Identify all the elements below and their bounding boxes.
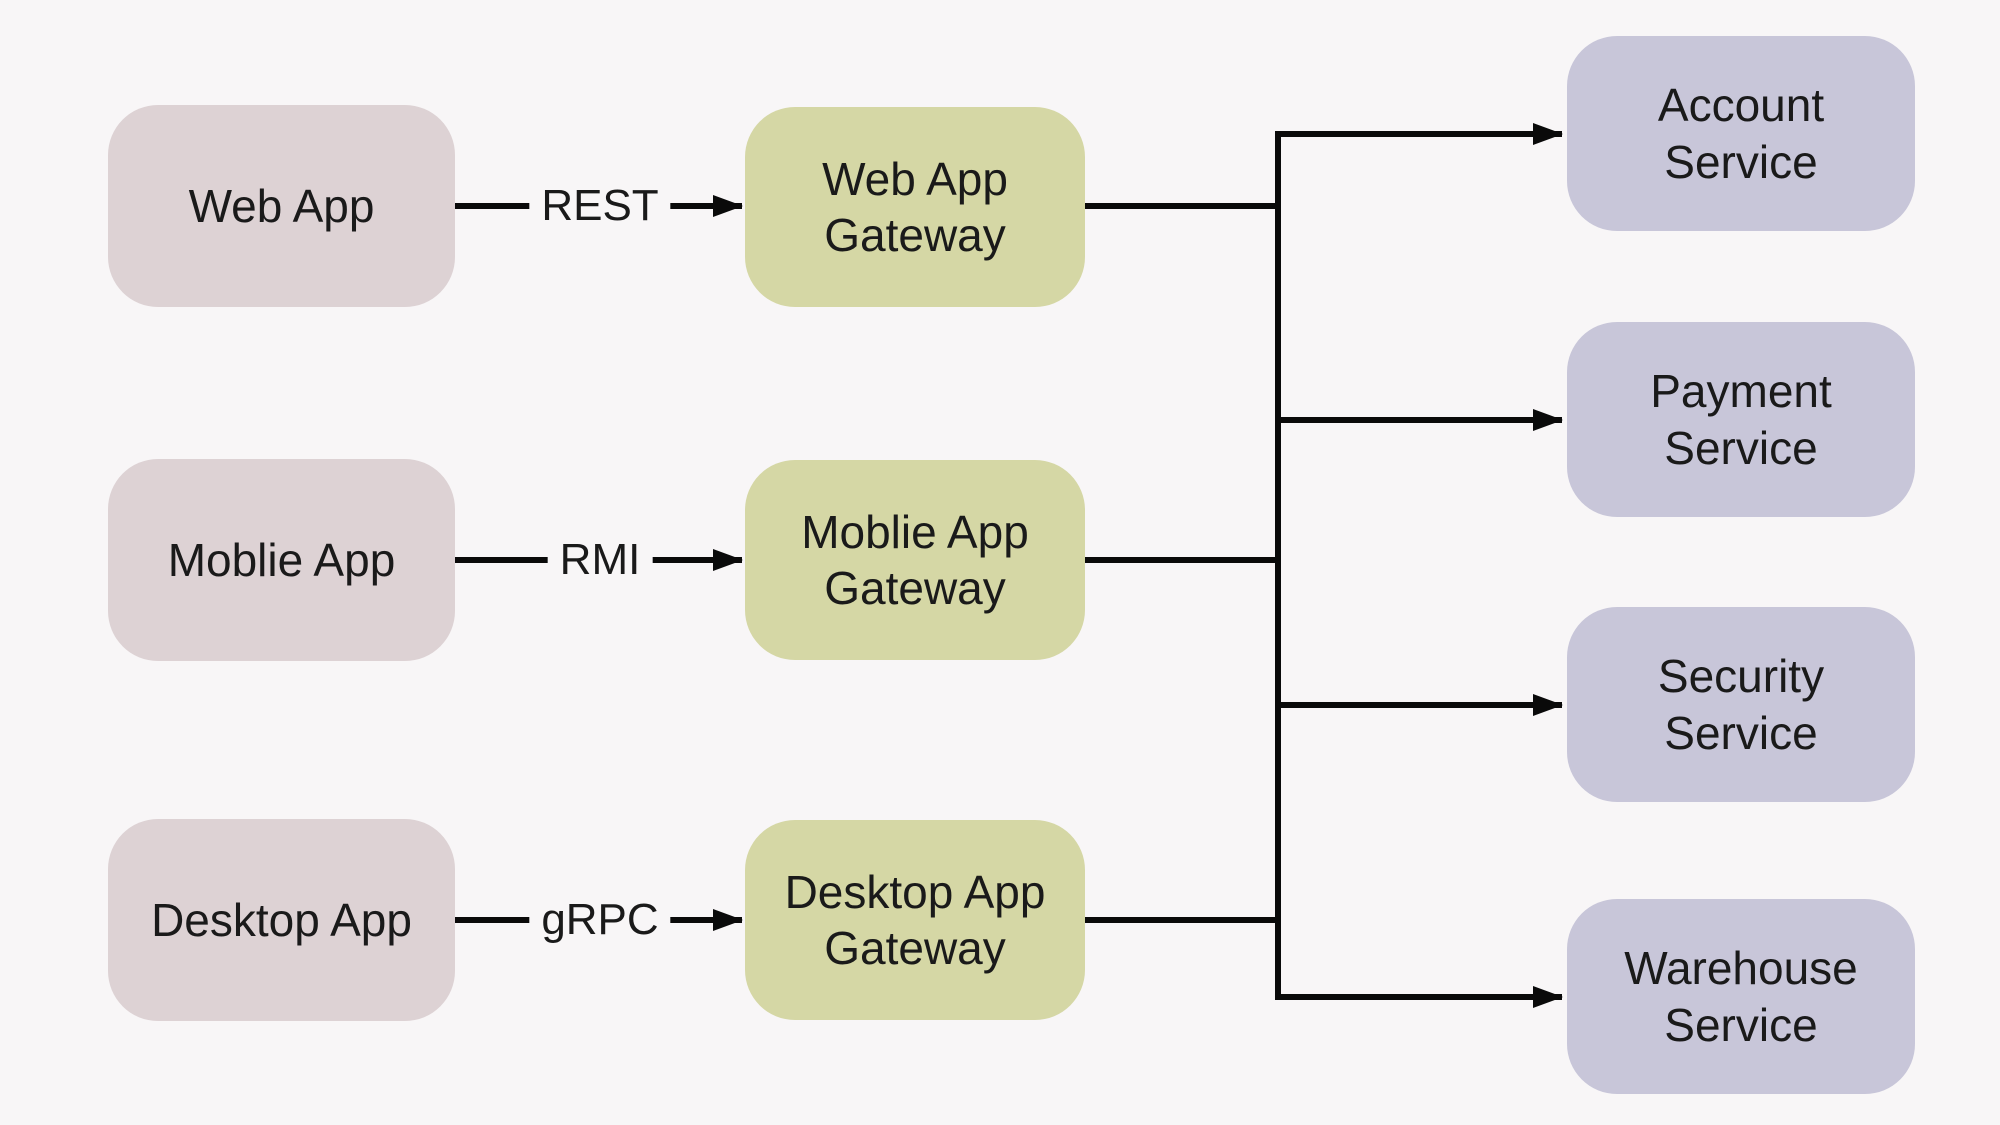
node-moblie-app-gateway: Moblie App Gateway	[745, 460, 1085, 660]
node-label: Moblie App Gateway	[801, 505, 1029, 614]
edge-label-rmi: RMI	[547, 533, 653, 587]
node-moblie-app: Moblie App	[108, 459, 455, 661]
node-label: Web App	[188, 179, 375, 232]
node-label: Payment Service	[1650, 365, 1832, 474]
node-web-app: Web App	[108, 105, 455, 307]
node-desktop-app: Desktop App	[108, 819, 455, 1021]
node-security-service: Security Service	[1567, 607, 1915, 802]
node-label: Security Service	[1657, 650, 1825, 759]
node-web-app-gateway: Web App Gateway	[745, 107, 1085, 307]
node-payment-service: Payment Service	[1567, 322, 1915, 517]
node-label: Moblie App	[167, 533, 396, 586]
node-label: Web App Gateway	[822, 152, 1008, 261]
node-label: Account Service	[1657, 79, 1825, 188]
edge-label-rest: REST	[529, 179, 671, 233]
node-warehouse-service: Warehouse Service	[1567, 899, 1915, 1094]
node-label: Warehouse Service	[1624, 942, 1858, 1051]
node-account-service: Account Service	[1567, 36, 1915, 231]
node-label: Desktop App Gateway	[784, 865, 1046, 974]
edge-label-grpc: gRPC	[529, 893, 671, 947]
node-label: Desktop App	[151, 893, 412, 946]
node-desktop-app-gateway: Desktop App Gateway	[745, 820, 1085, 1020]
